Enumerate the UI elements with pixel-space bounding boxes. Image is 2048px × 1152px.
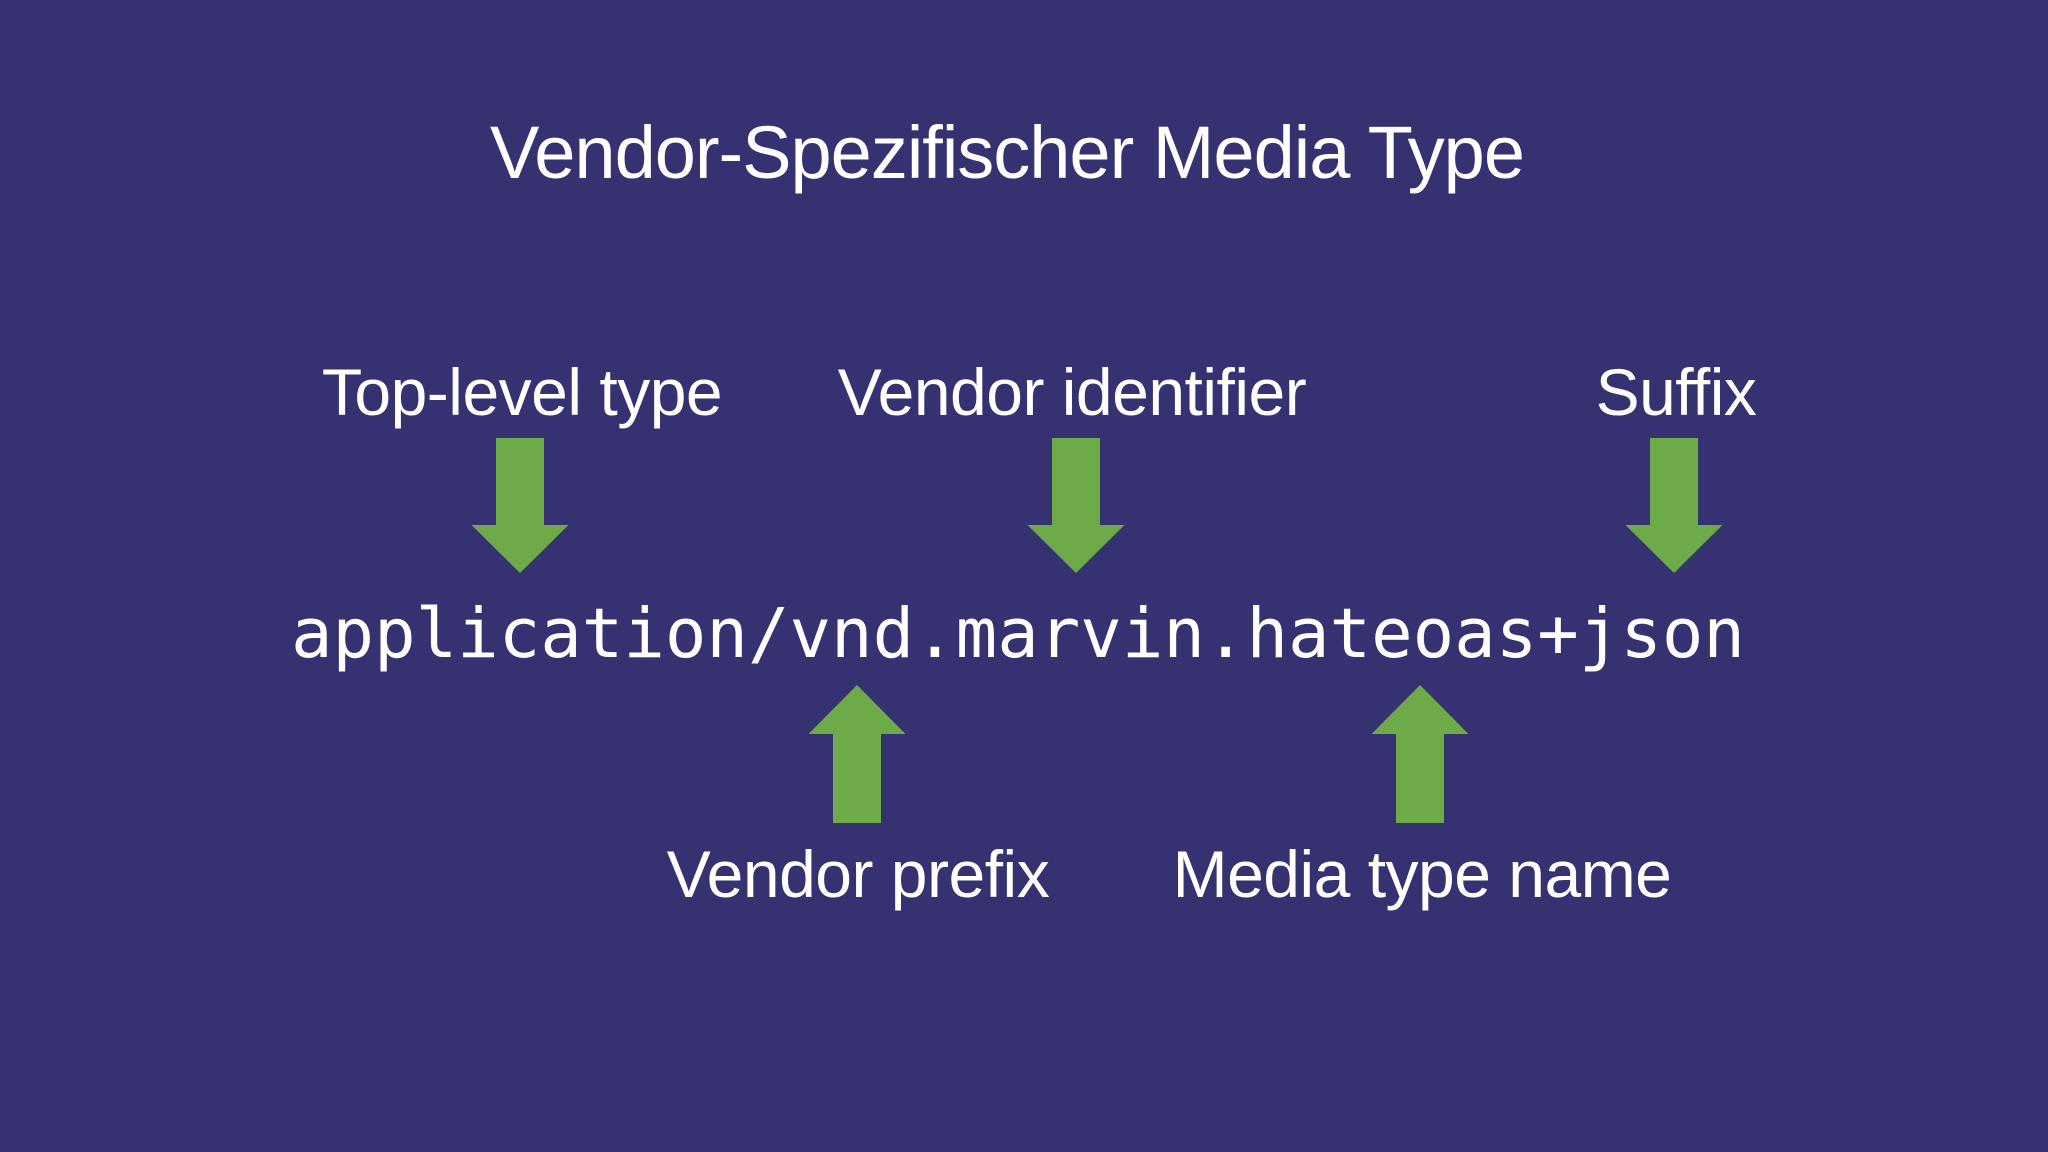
label-media-type-name: Media type name <box>1172 837 1672 911</box>
label-top-level-type: Top-level type <box>321 355 723 429</box>
down-arrow-icon-vendor-identifier <box>1027 438 1125 573</box>
slide-title: Vendor-Spezifischer Media Type <box>489 111 1525 194</box>
label-suffix: Suffix <box>1595 355 1757 429</box>
media-type-string: application/vnd.marvin.hateoas+json <box>291 594 1745 674</box>
down-arrow-icon-top-level-type <box>471 438 569 573</box>
label-vendor-identifier: Vendor identifier <box>837 355 1307 429</box>
up-arrow-icon-vendor-prefix <box>808 685 906 823</box>
label-vendor-prefix: Vendor prefix <box>666 837 1050 911</box>
up-arrow-icon-media-type-name <box>1371 685 1469 823</box>
down-arrow-icon-suffix <box>1625 438 1723 573</box>
